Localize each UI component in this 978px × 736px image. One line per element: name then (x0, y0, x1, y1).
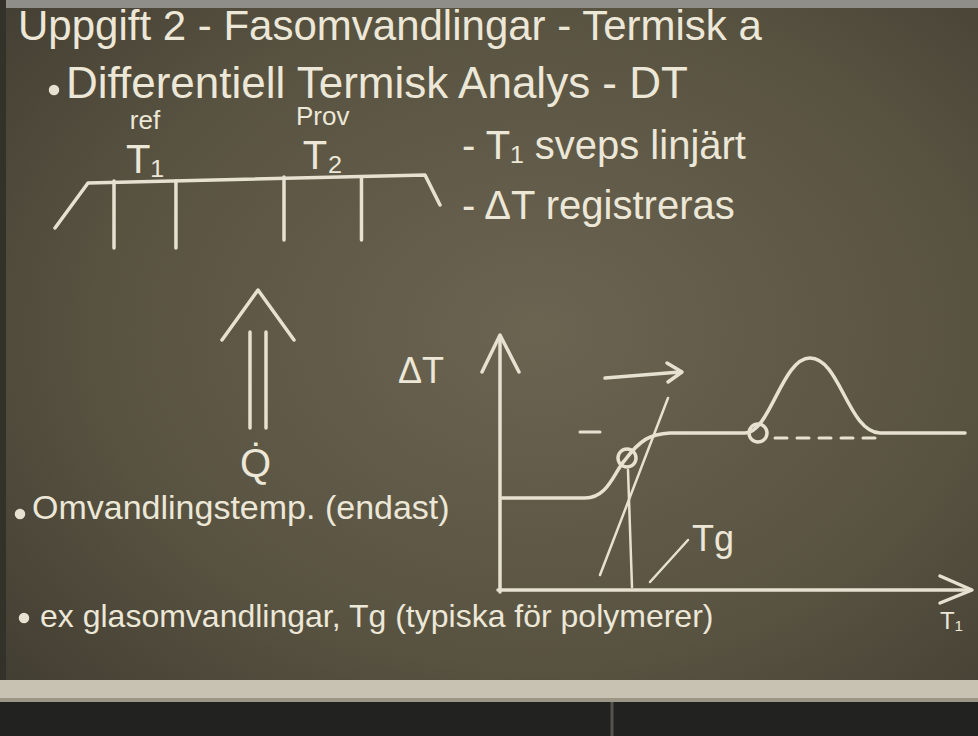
cup-heading: Prov (296, 102, 349, 132)
bullet-note: ex glasomvandlingar, Tg (typiska för pol… (40, 598, 713, 635)
lower-board (0, 702, 978, 736)
leader-line (650, 540, 688, 582)
bullet-dot (51, 87, 58, 94)
board-frame (0, 0, 6, 682)
axis-label: ΔT (398, 350, 444, 391)
sweep-arrow (605, 372, 680, 378)
drop-line (628, 470, 632, 587)
x-axis-head (940, 576, 972, 603)
heat-arrow-shaft (248, 332, 252, 428)
sample-cup: ProvT₂ (282, 102, 363, 178)
procedure-note: - T₁ sveps linjärt (462, 122, 746, 168)
board-title: Uppgift 2 - Fasomvandlingar - Termisk a (18, 2, 762, 50)
cup-heading: ref (126, 106, 164, 136)
bullet-dot (17, 511, 24, 518)
board-seam (611, 702, 614, 736)
temperature-symbol: T₁ (126, 136, 164, 182)
baseline-extension (580, 431, 600, 434)
method-heading: Differentiell Termisk Analys - DT (66, 58, 688, 109)
heat-arrow-shaft (264, 332, 268, 428)
sample-cup: refT₁ (112, 106, 178, 182)
ledge-edge (0, 698, 978, 702)
onset-marker (618, 449, 636, 467)
bullet-dot (21, 615, 28, 622)
cup-wall (112, 181, 116, 248)
bullet-note: Omvandlingstemp. (endast) (32, 488, 450, 527)
y-axis-head (482, 335, 519, 372)
cup-wall (174, 181, 178, 248)
cup-wall (360, 177, 364, 240)
chalk-ledge (0, 680, 978, 702)
sweep-arrow-head (667, 363, 682, 382)
axis-label: T₁ (940, 607, 963, 635)
cup-wall (282, 177, 286, 240)
y-axis (498, 336, 502, 592)
baseline-extension (775, 437, 875, 440)
temperature-symbol: T₂ (296, 132, 349, 178)
glass-temp-label: Tg (692, 518, 734, 559)
x-axis (498, 588, 970, 592)
tangent-line (600, 398, 668, 575)
procedure-note: - ΔT registreras (462, 182, 735, 228)
onset-marker (749, 424, 767, 442)
heat-arrow-head (222, 290, 294, 340)
heat-flow-label: Q̇ (240, 440, 271, 486)
dta-curve (502, 358, 965, 498)
